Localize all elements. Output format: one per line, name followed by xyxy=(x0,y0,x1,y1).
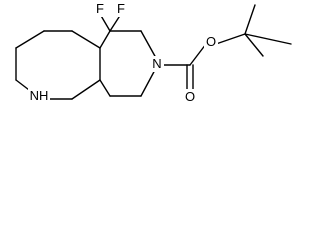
chemical-structure-diagram: F F N NH O O xyxy=(15,1,292,105)
bond-left-ring-top xyxy=(71,30,101,49)
bond-ch2-to-spiro xyxy=(71,79,101,100)
fluorine-label-left: F xyxy=(96,1,104,16)
bond-left-ring-left xyxy=(15,30,45,49)
bond-ch2-to-spiro-lower xyxy=(99,79,111,97)
bond-tbu-methyl-down xyxy=(244,33,264,57)
ester-oxygen-label: O xyxy=(206,34,216,49)
fluorine-label-right: F xyxy=(117,1,125,16)
bond-ester-o-to-tbu xyxy=(215,33,246,45)
bond-ch2-to-n xyxy=(140,30,157,59)
atom-labels: F F N NH O O xyxy=(28,1,218,105)
bond-n-to-lower-ch2 xyxy=(140,67,157,97)
bond-spiro-to-cf2 xyxy=(99,30,111,49)
bond-carbonyl-to-ester-o xyxy=(189,43,207,66)
amine-nh-label: NH xyxy=(30,88,49,103)
bonds xyxy=(15,4,292,100)
bond-tbu-methyl-up xyxy=(244,4,256,35)
bond-tbu-methyl-right xyxy=(244,33,292,45)
ring-nitrogen-label: N xyxy=(152,56,161,71)
carbonyl-oxygen-label: O xyxy=(185,89,195,104)
